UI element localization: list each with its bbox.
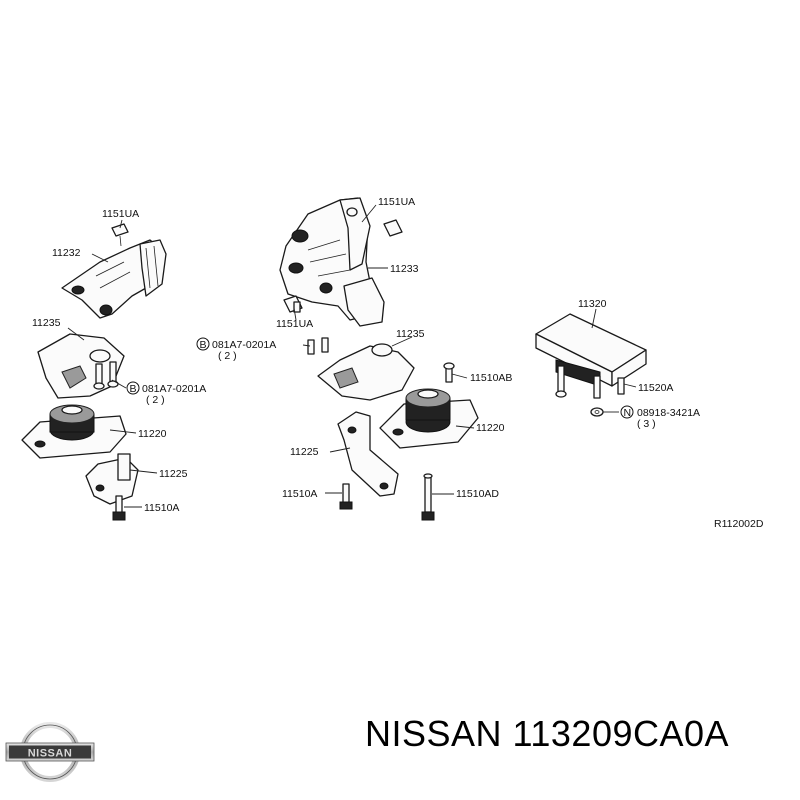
n-marker-right: N (620, 405, 634, 419)
logo-text: NISSAN (28, 748, 73, 760)
label-left-bolt-code: 081A7-0201A (142, 383, 206, 395)
left-bracket-11232 (61, 239, 167, 319)
center-side-bolt-1151ua (283, 295, 303, 313)
center-bolts-081a7 (307, 337, 329, 355)
label-right-member-11320: 11320 (578, 298, 607, 310)
nissan-logo: NISSAN (5, 722, 95, 782)
center-lower-bracket-11225 (337, 411, 399, 497)
label-center-bracket-11233: 11233 (390, 263, 419, 275)
label-center-side-bolt-1151ua: 1151UA (276, 318, 313, 330)
label-center-bracket-11225: 11225 (290, 446, 319, 458)
label-left-plate-11235: 11235 (32, 317, 61, 329)
label-center-bolt-code: 081A7-0201A (212, 339, 276, 351)
left-stud-11510a (112, 495, 126, 521)
label-center-bolt-11510a: 11510A (282, 488, 317, 500)
right-member-11320 (535, 313, 647, 387)
svg-text:B: B (200, 339, 207, 351)
left-mount-11220 (21, 404, 127, 459)
label-left-bolt-1151ua: 1151UA (102, 208, 139, 220)
label-center-bolt-qty: ( 2 ) (218, 350, 237, 362)
center-long-bolt-11510ad (421, 473, 435, 521)
label-right-nut-code: 08918-3421A (637, 407, 700, 419)
label-left-bolt-qty: ( 2 ) (146, 394, 165, 406)
label-right-stud-11520a: 11520A (638, 382, 673, 394)
left-bolt-1151ua (111, 223, 129, 247)
label-left-stud-11510a: 11510A (144, 502, 179, 514)
parts-diagram: B B N 1151UA 11232 11235 081A7-0201A ( 2… (21, 196, 764, 530)
label-center-stud-11510ab: 11510AB (470, 372, 512, 384)
label-left-bracket-11225: 11225 (159, 468, 188, 480)
right-studs-11520a (557, 365, 625, 399)
center-mount-11220 (379, 388, 479, 449)
label-center-long-bolt-11510ad: 11510AD (456, 488, 499, 500)
center-insulator-plate-11235 (317, 343, 415, 401)
reference-code: R112002D (714, 518, 764, 530)
label-right-nut-qty: ( 3 ) (637, 418, 656, 430)
label-center-bolt-top-1151ua: 1151UA (378, 196, 415, 208)
part-number-title: NISSAN 113209CA0A (365, 713, 730, 754)
label-center-mount-11220: 11220 (476, 422, 505, 434)
b-marker-center: B (196, 337, 210, 351)
label-left-bracket-11232: 11232 (52, 247, 81, 259)
left-lower-bracket-11225 (85, 453, 139, 505)
center-bolt-11510a (339, 483, 353, 510)
center-bolt-top-1151ua (383, 219, 403, 237)
center-stud-11510ab (443, 362, 455, 383)
label-left-mount-11220: 11220 (138, 428, 167, 440)
label-center-plate-11235: 11235 (396, 328, 425, 340)
svg-text:N: N (624, 407, 632, 419)
svg-text:B: B (130, 383, 137, 395)
b-marker-left: B (126, 381, 140, 395)
leader-lines (67, 204, 637, 508)
center-bracket-11233 (279, 197, 385, 327)
